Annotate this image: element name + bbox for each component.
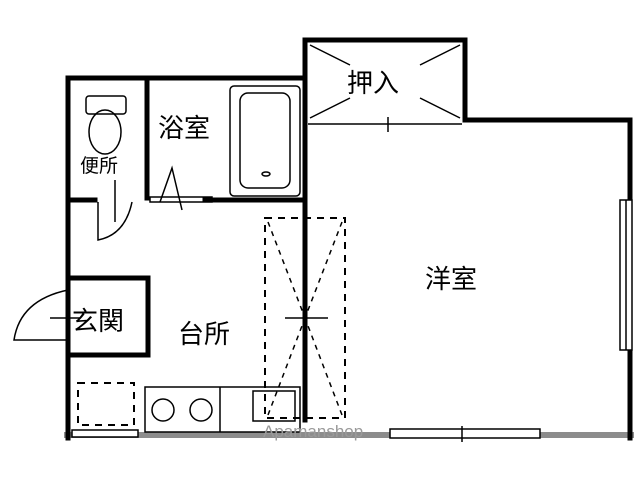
kitchen: 台所 (71, 217, 346, 438)
room-label-toilet: 便所 (80, 155, 118, 177)
window-bottom (389, 428, 541, 439)
entrance: 玄関 (13, 289, 124, 341)
watermark: Apamanshop (263, 422, 363, 441)
sliding-door-outline (264, 217, 346, 419)
window-kitchen (71, 429, 139, 438)
room-label-bathroom: 浴室 (158, 114, 210, 144)
refrigerator-space (77, 382, 135, 426)
toilet-room: 便所 (80, 95, 133, 241)
room-label-western-room: 洋室 (425, 265, 477, 295)
room-label-entrance: 玄関 (72, 307, 124, 337)
western-room: 洋室 (389, 199, 633, 442)
sink (252, 390, 296, 422)
room-label-kitchen: 台所 (178, 320, 230, 350)
floor-baseline (64, 432, 634, 438)
bathroom: 浴室 (149, 85, 301, 211)
exterior-walls (65, 37, 633, 441)
kitchen-counter (144, 386, 301, 433)
interior-walls (65, 75, 308, 358)
room-label-closet: 押入 (347, 69, 399, 99)
stove-burner-icon (189, 398, 213, 422)
stove-burner-icon (151, 398, 175, 422)
closet: 押入 (308, 44, 462, 132)
